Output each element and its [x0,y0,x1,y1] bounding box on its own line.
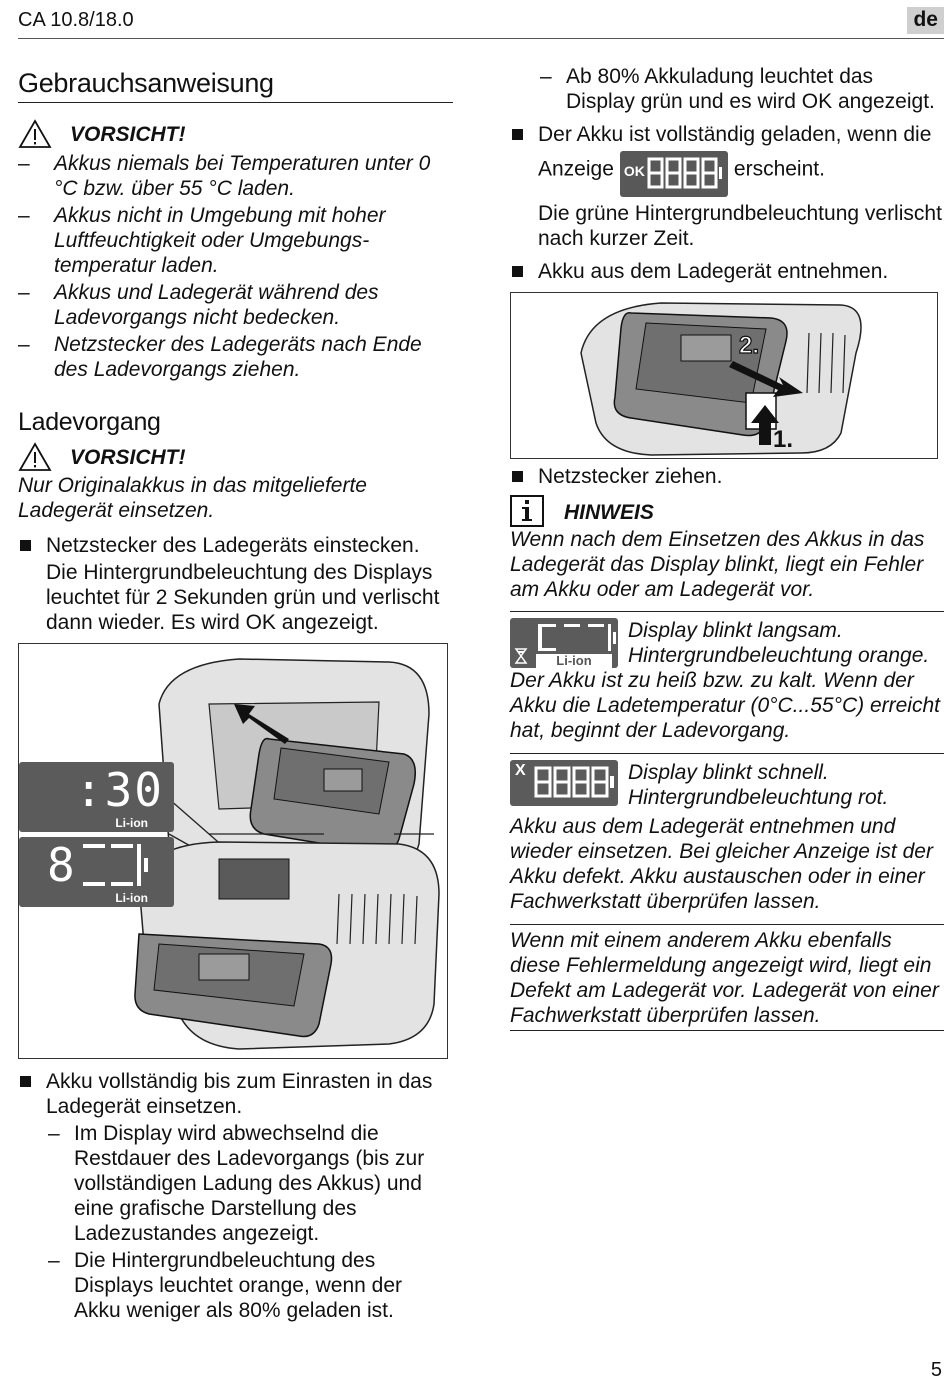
step-text: Akku aus dem Ladegerät entnehmen. [538,260,889,283]
step-text: Netzstecker ziehen. [538,465,723,488]
step-sub-list: Ab 80% Akkuladung leuchtet das Display g… [538,64,944,114]
display-digits: 8 [47,838,75,892]
step-text: Netzstecker des Ladegeräts einstecken. [46,534,420,557]
caution-text: Nur Originalakkus in das mitgelieferte L… [18,474,367,522]
step-sub-list: Im Display wird abwechselnd die Restdaue… [46,1121,453,1323]
caution-block-2: VORSICHT! [18,442,453,472]
bullet-square-icon [512,129,523,140]
display-digits-8888-icon [647,157,722,189]
caution-item: Akkus nicht in Umgebung mit hoher Luftfe… [18,203,453,278]
step-text-after: erscheint. [733,157,825,181]
charger-illustration [134,658,440,1050]
battery-level-segments-icon [83,844,148,886]
info-icon [510,495,544,527]
display-fast-blink-icon: X [510,760,618,806]
empty-battery-segments-icon [538,624,616,651]
caution-list: Akkus niemals bei Temperaturen unter 0 °… [18,151,453,382]
display-x-mark: X [515,762,526,779]
caution-label: VORSICHT! [70,122,186,146]
display-li-ion-label: Li-ion [115,816,148,830]
error-display-row: X Display blinkt schnell. Hintergrundbel… [510,760,944,810]
display-slow-blink-icon: Li-ion [510,618,618,668]
final-note-text: Wenn mit einem anderem Akku ebenfalls di… [510,929,939,1027]
figure-remove-battery: 2. 1. [510,292,938,459]
warning-triangle-icon [18,442,52,471]
right-column: Ab 80% Akkuladung leuchtet das Display g… [510,64,944,1031]
sub-item: Ab 80% Akkuladung leuchtet das Display g… [538,64,944,114]
error-block-slow-blink: Li-ion Display blinkt langsam. Hintergru… [510,611,944,743]
figure-charger-insert: :30 Li-ion 8 Li-ion [18,643,448,1059]
left-column: Gebrauchsanweisung VORSICHT! Akkus niema… [18,60,453,1323]
sub-item: Im Display wird abwechselnd die Restdaue… [46,1121,453,1246]
caution-item: Akkus niemals bei Temperaturen unter 0 °… [18,151,453,201]
error-title-line1: Display blinkt langsam. [628,619,843,642]
caution-block-1: VORSICHT! [18,119,453,149]
warning-triangle-icon [18,119,52,148]
hinweis-text: Wenn nach dem Einsetzen des Akkus in das… [510,528,925,601]
charger-display-time: :30 Li-ion [19,762,174,832]
step-text: Der Akku ist vollständig geladen, wenn d… [538,122,944,197]
display-ok-label: OK [623,163,645,179]
bullet-square-icon [512,471,523,482]
bullet-square-icon [512,266,523,277]
step-detail: Die grüne Hintergrundbeleuchtung verlisc… [538,202,942,250]
error-title-line1: Display blinkt schnell. [628,761,829,784]
error-text: Der Akku ist zu heiß bzw. zu kalt. Wenn … [510,669,940,742]
step-plug-in: Netzstecker des Ladegeräts einstecken. D… [18,533,453,635]
figure-label-step-2: 2. [738,332,760,359]
step-unplug: Netzstecker ziehen. [510,464,944,489]
section-title-ladevorgang: Ladevorgang [18,408,161,436]
error-text: Akku aus dem Ladegerät entnehmen und wie… [510,815,933,913]
step-text: Akku vollständig bis zum Einrasten in da… [46,1070,433,1118]
charger-display-level: 8 Li-ion [19,837,174,907]
error-title-line2: Hintergrundbeleuchtung rot. [628,786,889,809]
header-model: CA 10.8/18.0 [18,9,134,31]
caution-label: VORSICHT! [70,445,186,469]
final-note: Wenn mit einem anderem Akku ebenfalls di… [510,924,944,1031]
section-title-gebrauchsanweisung: Gebrauchsanweisung [18,66,453,103]
caution-item: Akkus und Ladegerät während des Ladevorg… [18,280,453,330]
step-text-before: Der Akku ist vollständig geladen, wenn d… [538,123,932,181]
sub-item: Die Hintergrundbeleuchtung des Displays … [46,1248,453,1323]
error-block-fast-blink: X Display blinkt schnell. Hintergrundbel… [510,753,944,914]
step-fully-charged: Der Akku ist vollständig geladen, wenn d… [510,122,944,251]
header-rule [18,38,944,39]
language-badge: de [907,7,944,34]
error-title: Display blinkt schnell. Hintergrundbeleu… [628,760,888,810]
display-li-ion-label: Li-ion [536,654,612,668]
figure-label-step-1: 1. [773,426,794,453]
error-title: Display blinkt langsam. Hintergrundbeleu… [628,618,929,668]
remove-battery-illustration [580,302,862,456]
step-detail: Die Hintergrundbeleuchtung des Displays … [46,561,440,634]
page-number: 5 [930,1359,942,1381]
hinweis-label: HINWEIS [564,501,654,524]
bullet-square-icon [20,540,31,551]
hinweis-block: HINWEIS [510,495,944,527]
error-display-row: Li-ion Display blinkt langsam. Hintergru… [510,618,944,668]
error-title-line2: Hintergrundbeleuchtung orange. [628,644,930,667]
display-li-ion-label: Li-ion [115,891,148,905]
bullet-square-icon [20,1076,31,1087]
hourglass-icon [514,648,528,664]
step-remove-battery: Akku aus dem Ladegerät entnehmen. [510,259,944,284]
display-ok-icon: OK [619,151,728,197]
display-digits: :30 [74,763,164,817]
step-insert-battery: Akku vollständig bis zum Einrasten in da… [18,1069,453,1119]
caution-item: Netzstecker des Ladegeräts nach Ende des… [18,332,453,382]
display-digits-8888-icon [534,766,614,798]
